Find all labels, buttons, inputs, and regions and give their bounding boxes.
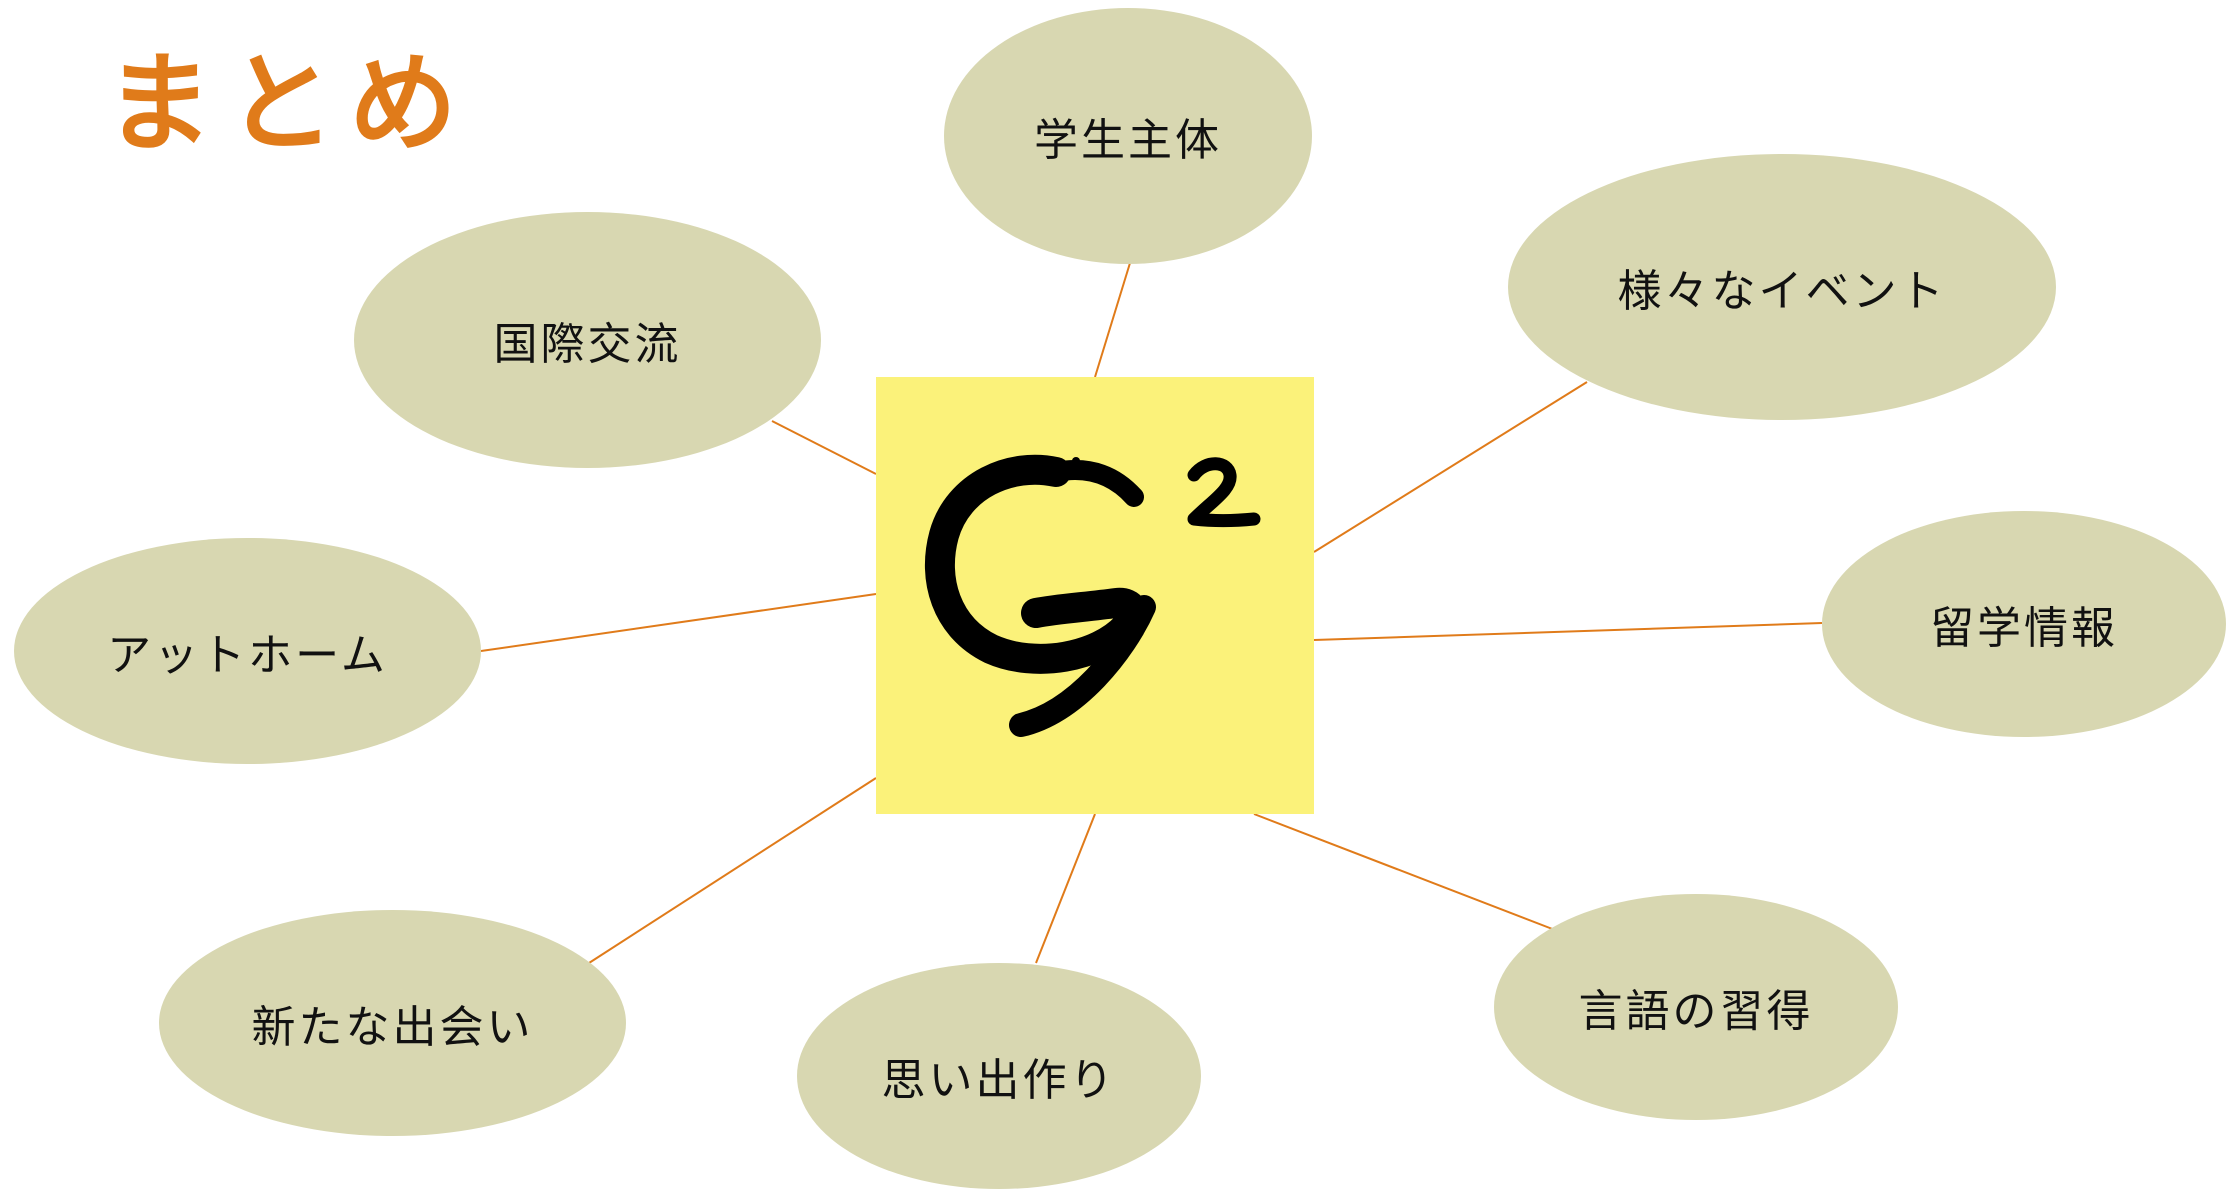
center-logo-box	[876, 377, 1314, 814]
connector-line-memories	[1035, 813, 1096, 964]
connector-line-student	[1094, 262, 1131, 378]
bubble-student-led: 学生主体	[944, 8, 1312, 264]
bubble-international-exchange: 国際交流	[354, 212, 821, 468]
connector-line-exchange	[771, 420, 877, 475]
bubble-new-encounters: 新たな出会い	[159, 910, 626, 1136]
bubble-making-memories: 思い出作り	[797, 963, 1201, 1189]
bubble-label-student-led: 学生主体	[1034, 115, 1222, 166]
bubble-label-study-abroad-info: 留学情報	[1930, 603, 2118, 654]
bubble-label-international-exchange: 国際交流	[493, 319, 682, 370]
bubble-label-making-memories: 思い出作り	[881, 1055, 1117, 1106]
connector-line-language	[1253, 813, 1556, 931]
bubble-at-home: アットホーム	[14, 538, 481, 764]
page-title: まとめ	[105, 42, 472, 167]
bubble-label-events: 様々なイベント	[1617, 266, 1947, 317]
bubble-language-learning: 言語の習得	[1494, 894, 1898, 1120]
bubble-label-at-home: アットホーム	[107, 630, 388, 681]
g2-logo-icon	[924, 454, 1261, 737]
connector-line-at-home	[480, 593, 877, 652]
bubble-study-abroad-info: 留学情報	[1822, 511, 2226, 737]
connector-line-encounters	[588, 777, 877, 964]
connector-line-events	[1313, 381, 1588, 553]
bubble-label-new-encounters: 新たな出会い	[251, 1002, 534, 1053]
connector-line-study-abroad	[1313, 622, 1823, 641]
bubble-label-language-learning: 言語の習得	[1578, 986, 1814, 1037]
bubble-events: 様々なイベント	[1508, 154, 2056, 420]
